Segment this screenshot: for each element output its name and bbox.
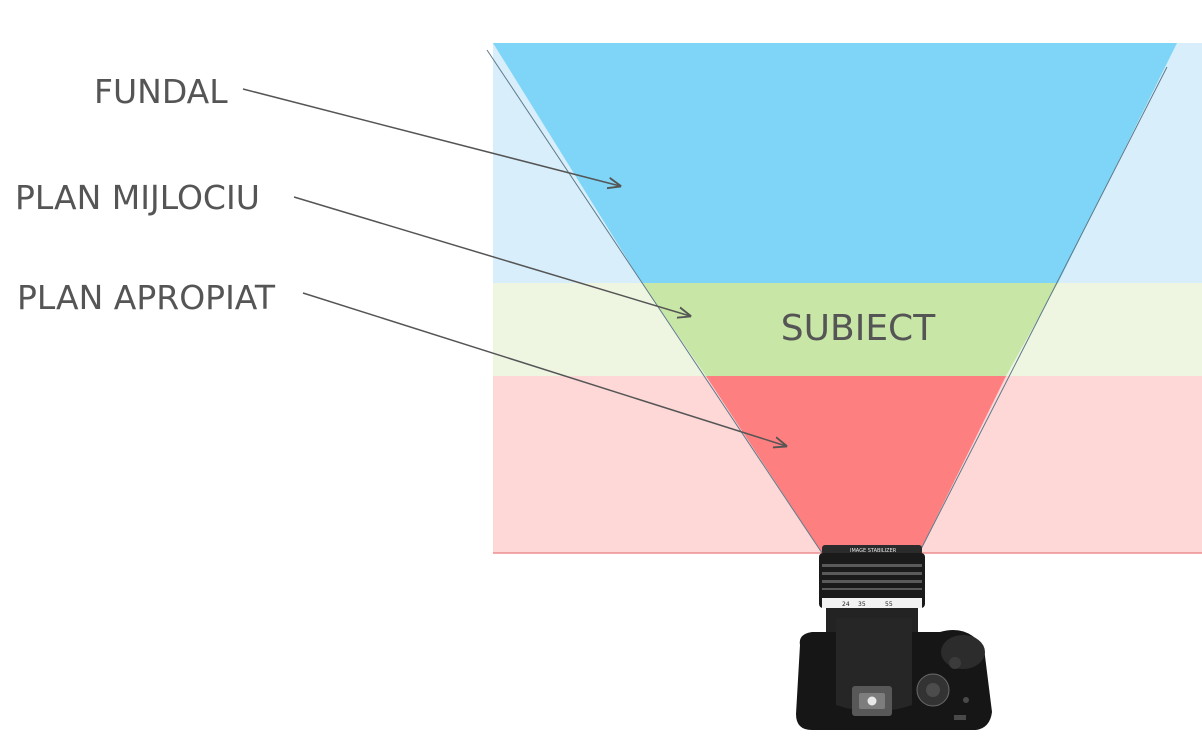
arrow-plan-mijlociu [293,196,690,316]
background-zone-cone [493,43,1177,283]
fov-right-edge [918,66,1168,554]
label-fundal: FUNDAL [94,72,228,111]
camera-icon: IMAGE STABILIZER 24 35 55 [796,545,992,730]
middle-ground-zone-cone [642,283,1058,376]
arrow-plan-apropiat [302,292,786,446]
lens-marking-is: IMAGE STABILIZER [850,548,897,554]
label-plan-mijlociu: PLAN MIJLOCIU [15,178,260,217]
label-subiect: SUBIECT [781,308,936,349]
lens-marking-35: 35 [858,601,866,608]
arrow-fundal [242,88,620,186]
fov-left-edge [486,49,823,554]
lens-marking-55: 55 [885,601,893,608]
label-plan-apropiat: PLAN APROPIAT [17,278,276,317]
lens-marking-24: 24 [842,601,850,608]
foreground-zone-cone [706,376,1006,553]
